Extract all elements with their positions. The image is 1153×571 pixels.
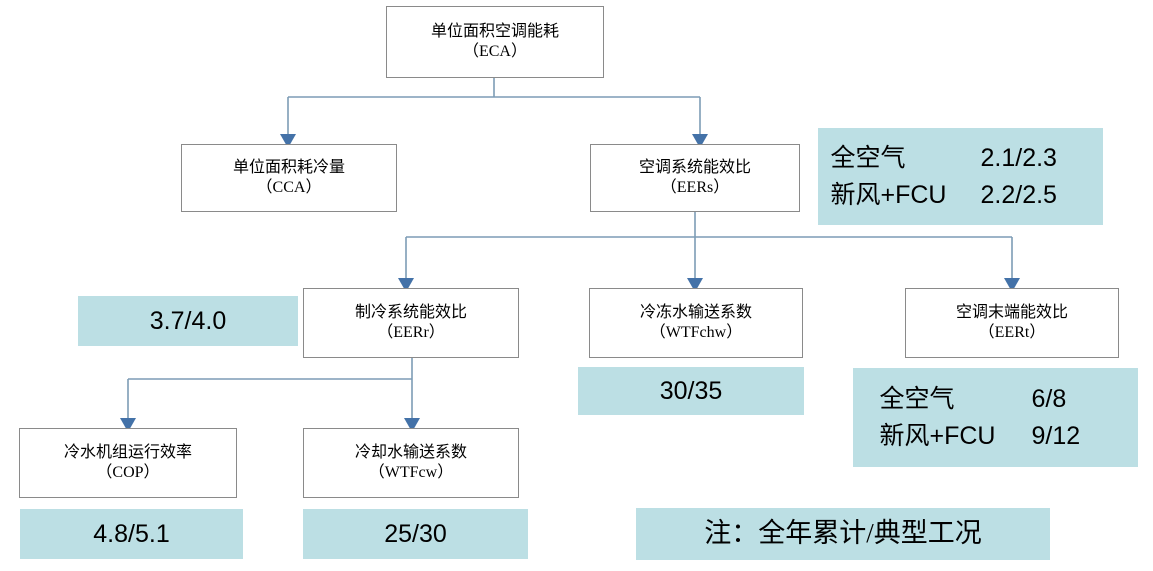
- highlight-wtfcw-value: 25/30: [303, 509, 528, 559]
- highlight-eert-values: 全空气 6/8 新风+FCU 9/12: [853, 368, 1138, 467]
- highlight-wtfchw-value: 30/35: [578, 367, 804, 415]
- eers-all-air-row: 全空气 2.1/2.3: [831, 140, 1091, 176]
- eert-all-air-value: 6/8: [1031, 385, 1067, 414]
- eert-fcu-row: 新风+FCU 9/12: [880, 418, 1112, 454]
- cop-value: 4.8/5.1: [93, 519, 170, 548]
- node-eca-line1: 单位面积空调能耗: [430, 22, 559, 40]
- node-eert-line2: （EERt）: [978, 324, 1046, 341]
- node-eerr[interactable]: 制冷系统能效比 （EERr）: [303, 288, 519, 358]
- eers-all-air-label: 全空气: [830, 144, 906, 173]
- node-wtfchw-line2: （WTFchw）: [649, 324, 743, 341]
- node-cop[interactable]: 冷水机组运行效率 （COP）: [19, 428, 237, 498]
- eers-fcu-label: 新风+FCU: [830, 180, 947, 209]
- wtfcw-value: 25/30: [384, 519, 447, 548]
- eert-fcu-label: 新风+FCU: [879, 421, 996, 450]
- eert-fcu-value: 9/12: [1031, 421, 1081, 450]
- node-eers-line1: 空调系统能效比: [638, 158, 751, 176]
- node-wtfcw-line2: （WTFcw）: [368, 464, 454, 481]
- node-wtfcw-line1: 冷却水输送系数: [354, 443, 467, 461]
- node-wtfcw[interactable]: 冷却水输送系数 （WTFcw）: [303, 428, 519, 498]
- node-eers[interactable]: 空调系统能效比 （EERs）: [590, 144, 800, 212]
- node-eerr-line2: （EERr）: [377, 324, 445, 341]
- node-eerr-line1: 制冷系统能效比: [354, 303, 467, 321]
- eers-fcu-value: 2.2/2.5: [980, 180, 1057, 209]
- node-eca[interactable]: 单位面积空调能耗 （ECA）: [386, 6, 604, 78]
- node-eert[interactable]: 空调末端能效比 （EERt）: [905, 288, 1119, 358]
- highlight-eers-values: 全空气 2.1/2.3 新风+FCU 2.2/2.5: [818, 128, 1103, 225]
- note-text: 注：全年累计/典型工况: [704, 518, 982, 549]
- eert-all-air-row: 全空气 6/8: [880, 381, 1112, 417]
- node-cca-line2: （CCA）: [256, 179, 322, 196]
- node-cop-line2: （COP）: [96, 464, 160, 481]
- highlight-note: 注：全年累计/典型工况: [636, 508, 1050, 560]
- node-eers-line2: （EERs）: [660, 179, 730, 196]
- node-eca-line2: （ECA）: [462, 43, 527, 60]
- wtfchw-value: 30/35: [659, 376, 723, 405]
- node-cca[interactable]: 单位面积耗冷量 （CCA）: [181, 144, 397, 212]
- node-cca-line1: 单位面积耗冷量: [232, 158, 345, 176]
- eers-fcu-row: 新风+FCU 2.2/2.5: [831, 177, 1091, 213]
- eers-all-air-value: 2.1/2.3: [980, 144, 1057, 173]
- node-wtfchw[interactable]: 冷冻水输送系数 （WTFchw）: [589, 288, 803, 358]
- node-eert-line1: 空调末端能效比: [955, 303, 1068, 321]
- eerr-value: 3.7/4.0: [149, 306, 227, 335]
- node-wtfchw-line1: 冷冻水输送系数: [639, 303, 752, 321]
- eert-all-air-label: 全空气: [879, 385, 955, 414]
- node-cop-line1: 冷水机组运行效率: [63, 443, 192, 461]
- highlight-cop-value: 4.8/5.1: [20, 509, 243, 559]
- highlight-eerr-value: 3.7/4.0: [78, 296, 298, 346]
